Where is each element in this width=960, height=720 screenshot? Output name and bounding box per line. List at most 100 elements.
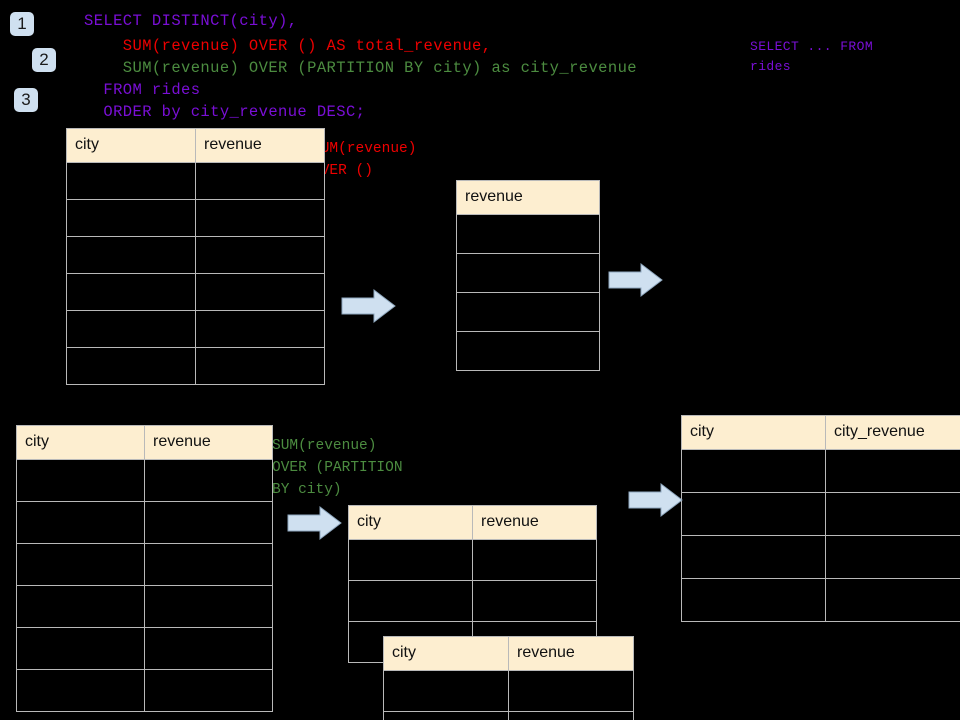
table-row — [66, 162, 325, 200]
sql-line-total-revenue: SUM(revenue) OVER () AS total_revenue, — [84, 37, 492, 55]
table-row — [66, 273, 325, 311]
table-row — [348, 580, 597, 622]
arrow-total-to-final-icon — [608, 262, 663, 298]
table-header-row: city revenue — [348, 505, 597, 540]
cell-revenue — [195, 162, 325, 200]
cell-city — [348, 539, 473, 581]
cell-city — [16, 669, 145, 712]
annotation-partition-line-2: OVER (PARTITION — [272, 460, 403, 476]
table-row — [16, 543, 273, 586]
sql-line-from: FROM rides — [84, 81, 201, 99]
cell-city — [16, 627, 145, 670]
cell-city — [66, 273, 196, 311]
step-badge-2: 2 — [32, 48, 56, 72]
sql-line-order-by: ORDER by city_revenue DESC; — [84, 103, 366, 121]
cell-revenue — [456, 292, 600, 332]
cell-city — [383, 711, 509, 720]
column-header-city: city — [16, 425, 145, 460]
table-row — [456, 214, 600, 254]
column-header-revenue: revenue — [456, 180, 600, 215]
sql-line-city-revenue: SUM(revenue) OVER (PARTITION BY city) as… — [84, 59, 637, 77]
cell-city-revenue — [825, 535, 960, 579]
cell-city — [66, 236, 196, 274]
table-header-row: city city_revenue — [681, 415, 960, 450]
column-header-city: city — [681, 415, 826, 450]
step-badge-1: 1 — [10, 12, 34, 36]
cell-city-revenue — [825, 492, 960, 536]
cell-city — [681, 492, 826, 536]
sql-side-note-line-1: SELECT ... FROM — [750, 39, 874, 54]
table-row — [16, 501, 273, 544]
column-header-revenue: revenue — [508, 636, 634, 671]
table-row — [348, 539, 597, 581]
table-header-row: city revenue — [66, 128, 325, 163]
table-row — [456, 331, 600, 371]
sql-side-note-line-2: rides — [750, 59, 792, 74]
column-header-city: city — [348, 505, 473, 540]
table-partition-group-front: city revenue — [383, 636, 634, 720]
cell-city — [16, 501, 145, 544]
annotation-total-revenue-line-1: SUM(revenue) — [312, 141, 417, 157]
cell-revenue — [144, 501, 273, 544]
cell-city-revenue — [825, 449, 960, 493]
cell-revenue — [508, 670, 634, 712]
cell-revenue — [472, 580, 597, 622]
table-final-result: city city_revenue — [681, 415, 960, 622]
cell-city — [383, 670, 509, 712]
cell-revenue — [144, 627, 273, 670]
table-row — [66, 236, 325, 274]
cell-revenue — [456, 253, 600, 293]
table-header-row: revenue — [456, 180, 600, 215]
column-header-city-revenue: city_revenue — [825, 415, 960, 450]
column-header-city: city — [66, 128, 196, 163]
cell-city — [16, 585, 145, 628]
cell-revenue — [195, 347, 325, 385]
table-rides-source-top: city revenue — [66, 128, 325, 385]
table-row — [681, 578, 960, 622]
table-row — [66, 347, 325, 385]
cell-revenue — [508, 711, 634, 720]
cell-revenue — [195, 236, 325, 274]
cell-city — [66, 199, 196, 237]
table-header-row: city revenue — [383, 636, 634, 671]
table-rides-source-bottom: city revenue — [16, 425, 273, 712]
table-header-row: city revenue — [16, 425, 273, 460]
table-row — [383, 711, 634, 720]
table-row — [681, 492, 960, 536]
step-badge-3: 3 — [14, 88, 38, 112]
cell-city — [16, 543, 145, 586]
table-row — [681, 535, 960, 579]
table-row — [66, 310, 325, 348]
cell-revenue — [195, 310, 325, 348]
sql-line-select: SELECT DISTINCT(city), — [84, 12, 298, 30]
table-row — [16, 585, 273, 628]
cell-city — [348, 580, 473, 622]
column-header-city: city — [383, 636, 509, 671]
cell-revenue — [456, 214, 600, 254]
cell-city — [681, 449, 826, 493]
table-total-revenue-result: revenue — [456, 180, 600, 371]
cell-revenue — [144, 543, 273, 586]
cell-revenue — [144, 459, 273, 502]
table-row — [66, 199, 325, 237]
column-header-revenue: revenue — [472, 505, 597, 540]
cell-revenue — [144, 669, 273, 712]
column-header-revenue: revenue — [144, 425, 273, 460]
cell-revenue — [195, 273, 325, 311]
arrow-partition-to-final-icon — [628, 482, 683, 518]
cell-city — [66, 162, 196, 200]
table-row — [681, 449, 960, 493]
cell-revenue — [456, 331, 600, 371]
cell-city — [681, 535, 826, 579]
cell-city — [66, 310, 196, 348]
cell-revenue — [472, 539, 597, 581]
table-row — [16, 459, 273, 502]
cell-city-revenue — [825, 578, 960, 622]
cell-city — [66, 347, 196, 385]
column-header-revenue: revenue — [195, 128, 325, 163]
cell-city — [16, 459, 145, 502]
cell-city — [681, 578, 826, 622]
cell-revenue — [144, 585, 273, 628]
table-row — [383, 670, 634, 712]
